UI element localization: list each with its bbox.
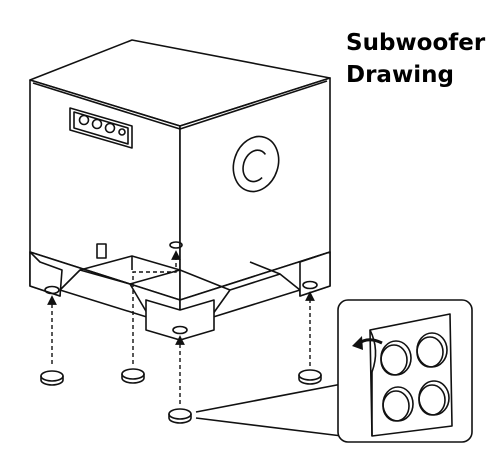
pad-sheet [369,313,453,437]
front-label-plate [96,243,107,259]
rubber-pads [40,368,322,424]
pad-dots [380,332,450,422]
detail-inset [337,299,473,443]
diagram-title-line-1: Subwoofer [346,30,486,56]
speaker-port [232,135,280,193]
subwoofer-cabinet [29,39,331,301]
rubber-pad-rear [121,368,145,384]
control-panel [69,107,133,149]
diagram-title-line-2: Drawing [346,62,454,88]
rubber-pad-right [298,369,322,385]
cabinet-base [29,251,331,341]
placement-arrows [47,250,315,404]
inset-callout-lines [195,383,343,437]
foot-pad-spots [44,241,318,335]
rubber-pad-front [168,408,192,424]
rubber-pad-left [40,370,64,386]
